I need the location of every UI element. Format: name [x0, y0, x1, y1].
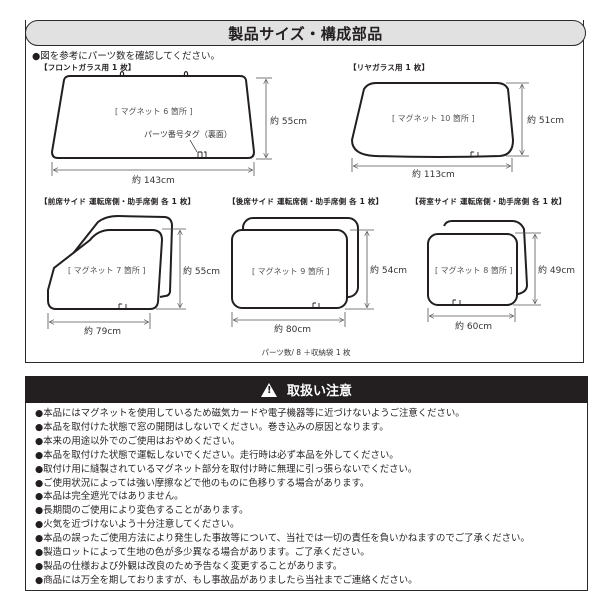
front-side-magnet-label: [ マグネット 7 箇所 ]: [68, 266, 146, 275]
cargo-side-shape: [427, 220, 529, 306]
caution-item: 本来の用途以外でのご使用はおやめください。: [35, 435, 530, 449]
front-side-width: 約 79cm: [84, 327, 122, 337]
rear-glass-height: 約 51cm: [527, 116, 565, 126]
warning-triangle-icon: [260, 382, 277, 397]
caution-list: 本品にはマグネットを使用しているため磁気カードや電子機器等に近づけないようご注意…: [35, 407, 530, 588]
caution-item: 製品の仕様および外観は改良のため予告なく変更することがあります。: [35, 560, 530, 574]
rear-side-shape: [231, 217, 359, 309]
caution-item: 本品の誤ったご使用方法により発生した事故等について、当社では一切の責任を負いかね…: [35, 532, 530, 546]
caution-item: 本品を取付けた状態で運転しないでください。走行時は必ず本品を外してください。: [35, 449, 530, 463]
front-glass-height: 約 55cm: [270, 117, 308, 127]
caution-item: 製造ロットによって生地の色が多少異なる場合があります。ご了承ください。: [35, 546, 530, 560]
front-glass-magnet-label: [ マグネット 6 箇所 ]: [115, 107, 193, 116]
rear-side-title: 【後席サイド 運転席側・助手席側 各 1 枚】: [228, 197, 384, 206]
cargo-side-width: 約 60cm: [455, 322, 493, 332]
caution-title: 取扱い注意: [286, 384, 352, 399]
caution-item: 本品を取付けた状態で窓の開閉はしないでください。巻き込みの原因となります。: [35, 421, 530, 435]
parts-count: パーツ数/ 8 ＋収納袋 1 枚: [261, 348, 351, 357]
rear-glass-width: 約 113cm: [412, 170, 455, 180]
caution-item: 本品にはマグネットを使用しているため磁気カードや電子機器等に近づけないようご注意…: [35, 407, 530, 421]
rear-glass-dimensions: [351, 82, 529, 172]
parts-tag-note: パーツ番号タグ（裏面）: [144, 130, 232, 139]
caution-header: 取扱い注意: [25, 376, 588, 403]
cargo-side-magnet-label: [ マグネット 8 箇所 ]: [435, 266, 513, 275]
rear-side-width: 約 80cm: [274, 325, 312, 335]
caution-item: ご使用状況によっては強い摩擦などで他のものに色移りする場合があります。: [35, 477, 530, 491]
front-side-height: 約 55cm: [183, 267, 221, 277]
caution-item: 取付け用に縫製されているマグネット部分を取付け時に無理に引っ張らないでください。: [35, 463, 530, 477]
rear-glass-title: 【リヤガラス用 1 枚】: [349, 63, 430, 72]
front-side-shape: [47, 214, 174, 310]
product-size-panel: [25, 20, 584, 363]
rear-side-height: 約 54cm: [370, 266, 408, 276]
rear-glass-shape: [350, 82, 515, 158]
caution-item: 長期間のご使用により変色することがあります。: [35, 504, 530, 518]
product-size-title: 製品サイズ・構成部品: [25, 20, 586, 46]
rear-side-magnet-label: [ マグネット 9 箇所 ]: [252, 267, 330, 276]
cargo-side-dimensions: [427, 232, 541, 322]
front-glass-shape: [50, 70, 256, 159]
caution-item: 本品は完全遮光ではありません。: [35, 490, 530, 504]
front-glass-dimensions: [51, 77, 272, 176]
front-side-title: 【前席サイド 運転席側・助手席側 各 1 枚】: [40, 197, 196, 206]
front-side-dimensions: [47, 228, 186, 329]
caution-item: 火気を近づけないよう十分注意してください。: [35, 518, 530, 532]
cargo-side-height: 約 49cm: [538, 266, 576, 276]
rear-side-dimensions: [231, 229, 374, 327]
cargo-side-title: 【荷室サイド 運転席側・助手席側 各 1 枚】: [411, 197, 567, 206]
front-glass-title: 【フロントガラス用 1 枚】: [40, 63, 136, 72]
intro-text: ●図を参考にパーツ数を確認してください。: [32, 51, 221, 62]
caution-item: 商品には万全を期しておりますが、もし事故品がありましたら当社までご連絡ください。: [35, 574, 530, 588]
rear-glass-magnet-label: [ マグネット 10 箇所 ]: [392, 114, 475, 123]
front-glass-width: 約 143cm: [132, 176, 175, 186]
